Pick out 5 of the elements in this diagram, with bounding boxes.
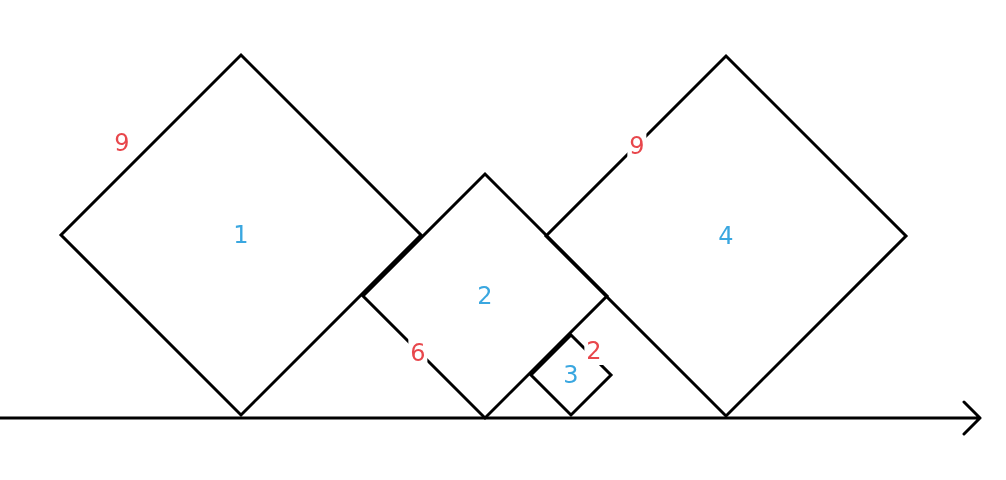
square-number: 4 xyxy=(718,222,734,250)
square-number: 3 xyxy=(563,361,579,389)
square-number: 1 xyxy=(233,221,249,249)
side-length-label: 9 xyxy=(627,132,647,160)
square-number: 2 xyxy=(477,282,493,310)
